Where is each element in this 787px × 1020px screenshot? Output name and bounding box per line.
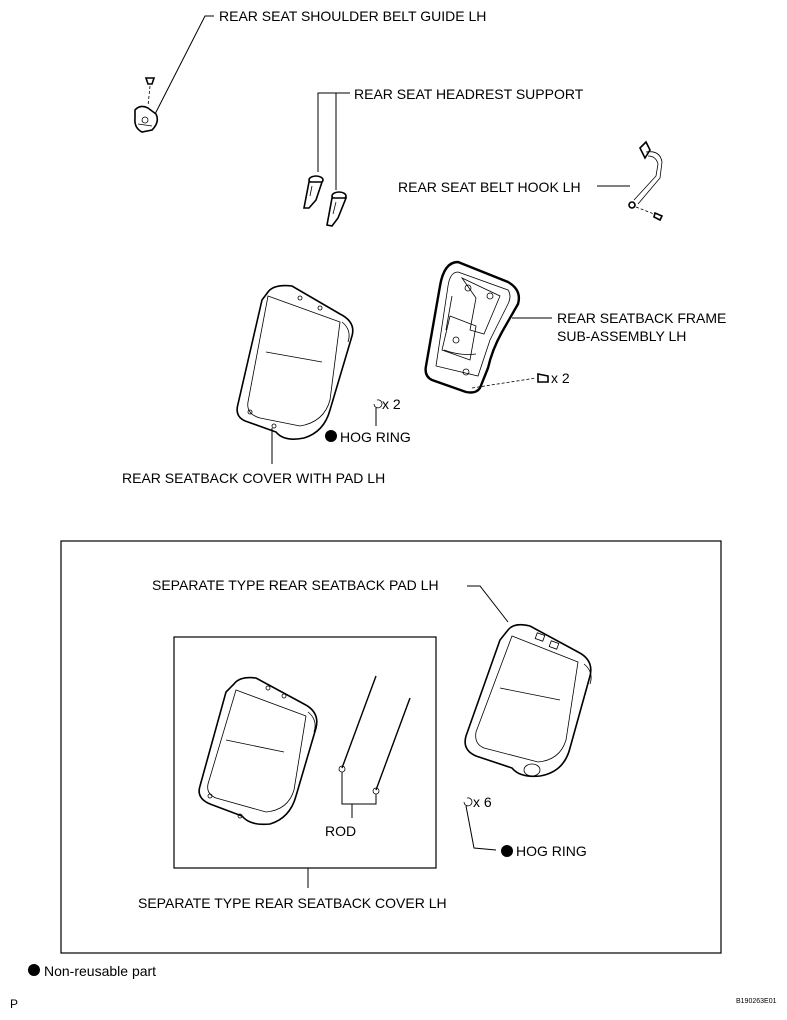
label-seatback-cover-pad: REAR SEATBACK COVER WITH PAD LH	[122, 470, 385, 486]
separate-type-box	[60, 540, 722, 954]
legend-non-reusable-icon	[28, 964, 40, 976]
separate-seatback-pad	[464, 623, 592, 778]
label-separate-cover: SEPARATE TYPE REAR SEATBACK COVER LH	[138, 895, 447, 911]
belt-hook	[597, 140, 664, 222]
non-reusable-mark-bottom	[501, 845, 513, 857]
label-seatback-frame-line1: REAR SEATBACK FRAME	[557, 310, 726, 326]
label-hog-ring-qty-top: x 2	[382, 396, 401, 412]
label-hog-ring-top: HOG RING	[340, 429, 411, 445]
frame-screw	[471, 373, 549, 389]
shoulder-belt-guide	[134, 15, 214, 133]
label-headrest-support: REAR SEAT HEADREST SUPPORT	[354, 86, 584, 102]
label-shoulder-belt-guide: REAR SEAT SHOULDER BELT GUIDE LH	[219, 8, 486, 24]
rods	[338, 675, 411, 818]
label-hog-ring-qty-bottom: x 6	[473, 794, 492, 810]
non-reusable-mark-top	[325, 430, 337, 442]
label-frame-qty: x 2	[551, 370, 570, 386]
label-seatback-frame-line2: SUB-ASSEMBLY LH	[557, 328, 686, 344]
headrest-supports	[303, 92, 350, 227]
footer-page-letter: P	[10, 997, 18, 1011]
footer-figure-code: B190263E01	[736, 998, 777, 1005]
separate-seatback-cover	[198, 676, 318, 826]
hog-ring-bottom	[463, 797, 497, 851]
label-rod: ROD	[325, 823, 356, 839]
legend-non-reusable-text: Non-reusable part	[44, 963, 156, 979]
seatback-frame	[424, 260, 521, 394]
separate-cover-box	[173, 636, 437, 869]
hog-ring-top	[373, 399, 383, 426]
label-belt-hook: REAR SEAT BELT HOOK LH	[398, 179, 581, 195]
label-hog-ring-bottom: HOG RING	[516, 843, 587, 859]
seatback-cover-with-pad	[236, 284, 354, 440]
label-separate-pad: SEPARATE TYPE REAR SEATBACK PAD LH	[152, 577, 439, 593]
